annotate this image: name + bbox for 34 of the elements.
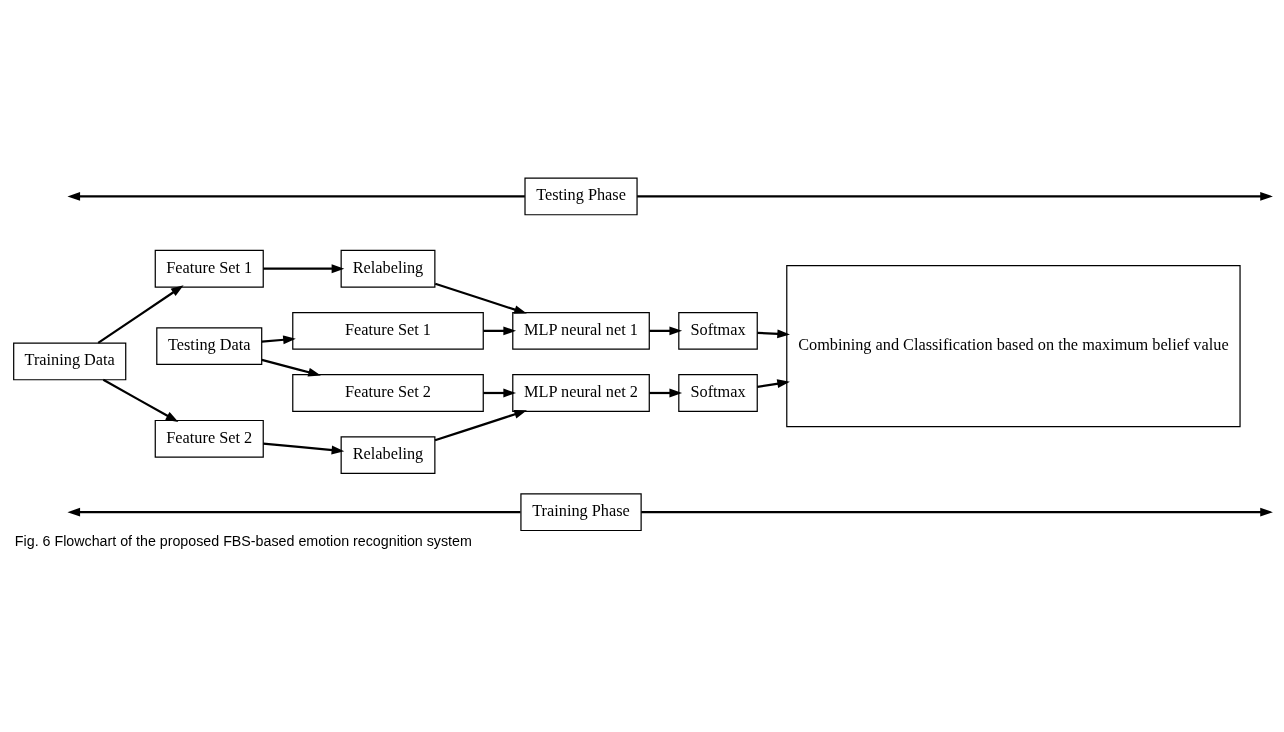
node-box: Relabeling: [340, 436, 436, 475]
node-box: Training Phase: [520, 493, 642, 532]
arrow: [649, 326, 683, 336]
node-box: Training Data: [13, 342, 127, 381]
arrow: [483, 326, 517, 336]
arrow: [757, 329, 790, 339]
arrow: [102, 378, 179, 422]
arrow: [757, 379, 790, 389]
arrow: [261, 335, 296, 345]
caption: Fig. 6 Flowchart of the proposed FBS-based emotion recognition system: [14, 532, 472, 549]
node-box: MLP neural net 2: [512, 374, 650, 412]
arrow: [67, 507, 521, 517]
node-box: MLP neural net 1: [512, 311, 650, 350]
node-box: Testing Data: [156, 327, 263, 366]
node-box: Feature Set 1: [154, 249, 264, 288]
arrow: [97, 285, 184, 344]
arrow: [649, 388, 683, 398]
arrow: [67, 192, 525, 201]
arrow: [637, 192, 1273, 201]
arrow: [483, 388, 517, 398]
arrow: [434, 410, 527, 442]
node-box: Combining and Classification based on the maximum belief value: [786, 265, 1241, 428]
node-box: Softmax: [678, 311, 758, 350]
arrow: [261, 358, 321, 377]
node-box: Testing Phase: [524, 177, 638, 216]
arrow: [263, 264, 345, 274]
node-box: Feature Set 1: [292, 311, 484, 350]
arrow: [641, 507, 1273, 517]
node-box: Feature Set 2: [292, 374, 484, 412]
node-box: Feature Set 2: [154, 419, 264, 458]
arrow: [263, 442, 345, 455]
arrow: [434, 282, 527, 314]
node-box: Relabeling: [340, 249, 436, 288]
node-box: Softmax: [678, 374, 758, 412]
